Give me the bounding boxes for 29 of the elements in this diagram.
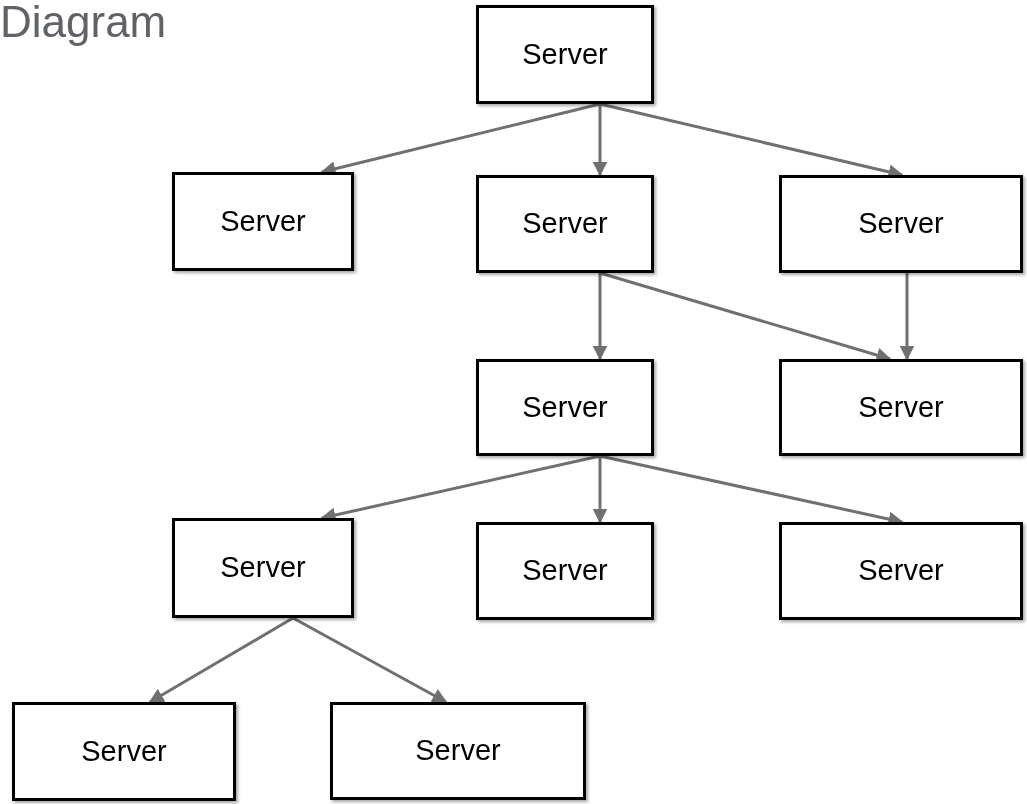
node-label: Server — [522, 36, 608, 72]
arrow — [899, 273, 915, 361]
arrow — [592, 456, 608, 524]
server-box — [779, 175, 1023, 273]
server-box — [476, 359, 654, 456]
arrow — [592, 273, 608, 361]
node-label: Server — [522, 389, 608, 425]
node-label: Server — [220, 550, 306, 586]
server-box — [476, 175, 654, 273]
node-label: Server — [522, 206, 608, 242]
server-box — [779, 522, 1023, 620]
server-box — [476, 5, 654, 104]
diagram-title: Diagram — [0, 0, 167, 48]
server-box — [330, 702, 586, 800]
arrow — [148, 616, 294, 704]
server-box — [476, 522, 654, 620]
node-label: Server — [220, 203, 306, 239]
node-label: Server — [81, 733, 167, 769]
arrow — [292, 616, 448, 704]
server-box — [779, 359, 1023, 456]
server-box — [172, 172, 354, 271]
arrow — [592, 104, 608, 177]
node-label: Server — [522, 553, 608, 589]
node-label: Server — [415, 733, 501, 769]
node-label: Server — [858, 553, 944, 589]
server-box — [172, 518, 354, 618]
node-label: Server — [858, 206, 944, 242]
node-label: Server — [858, 389, 944, 425]
server-box — [12, 702, 236, 801]
